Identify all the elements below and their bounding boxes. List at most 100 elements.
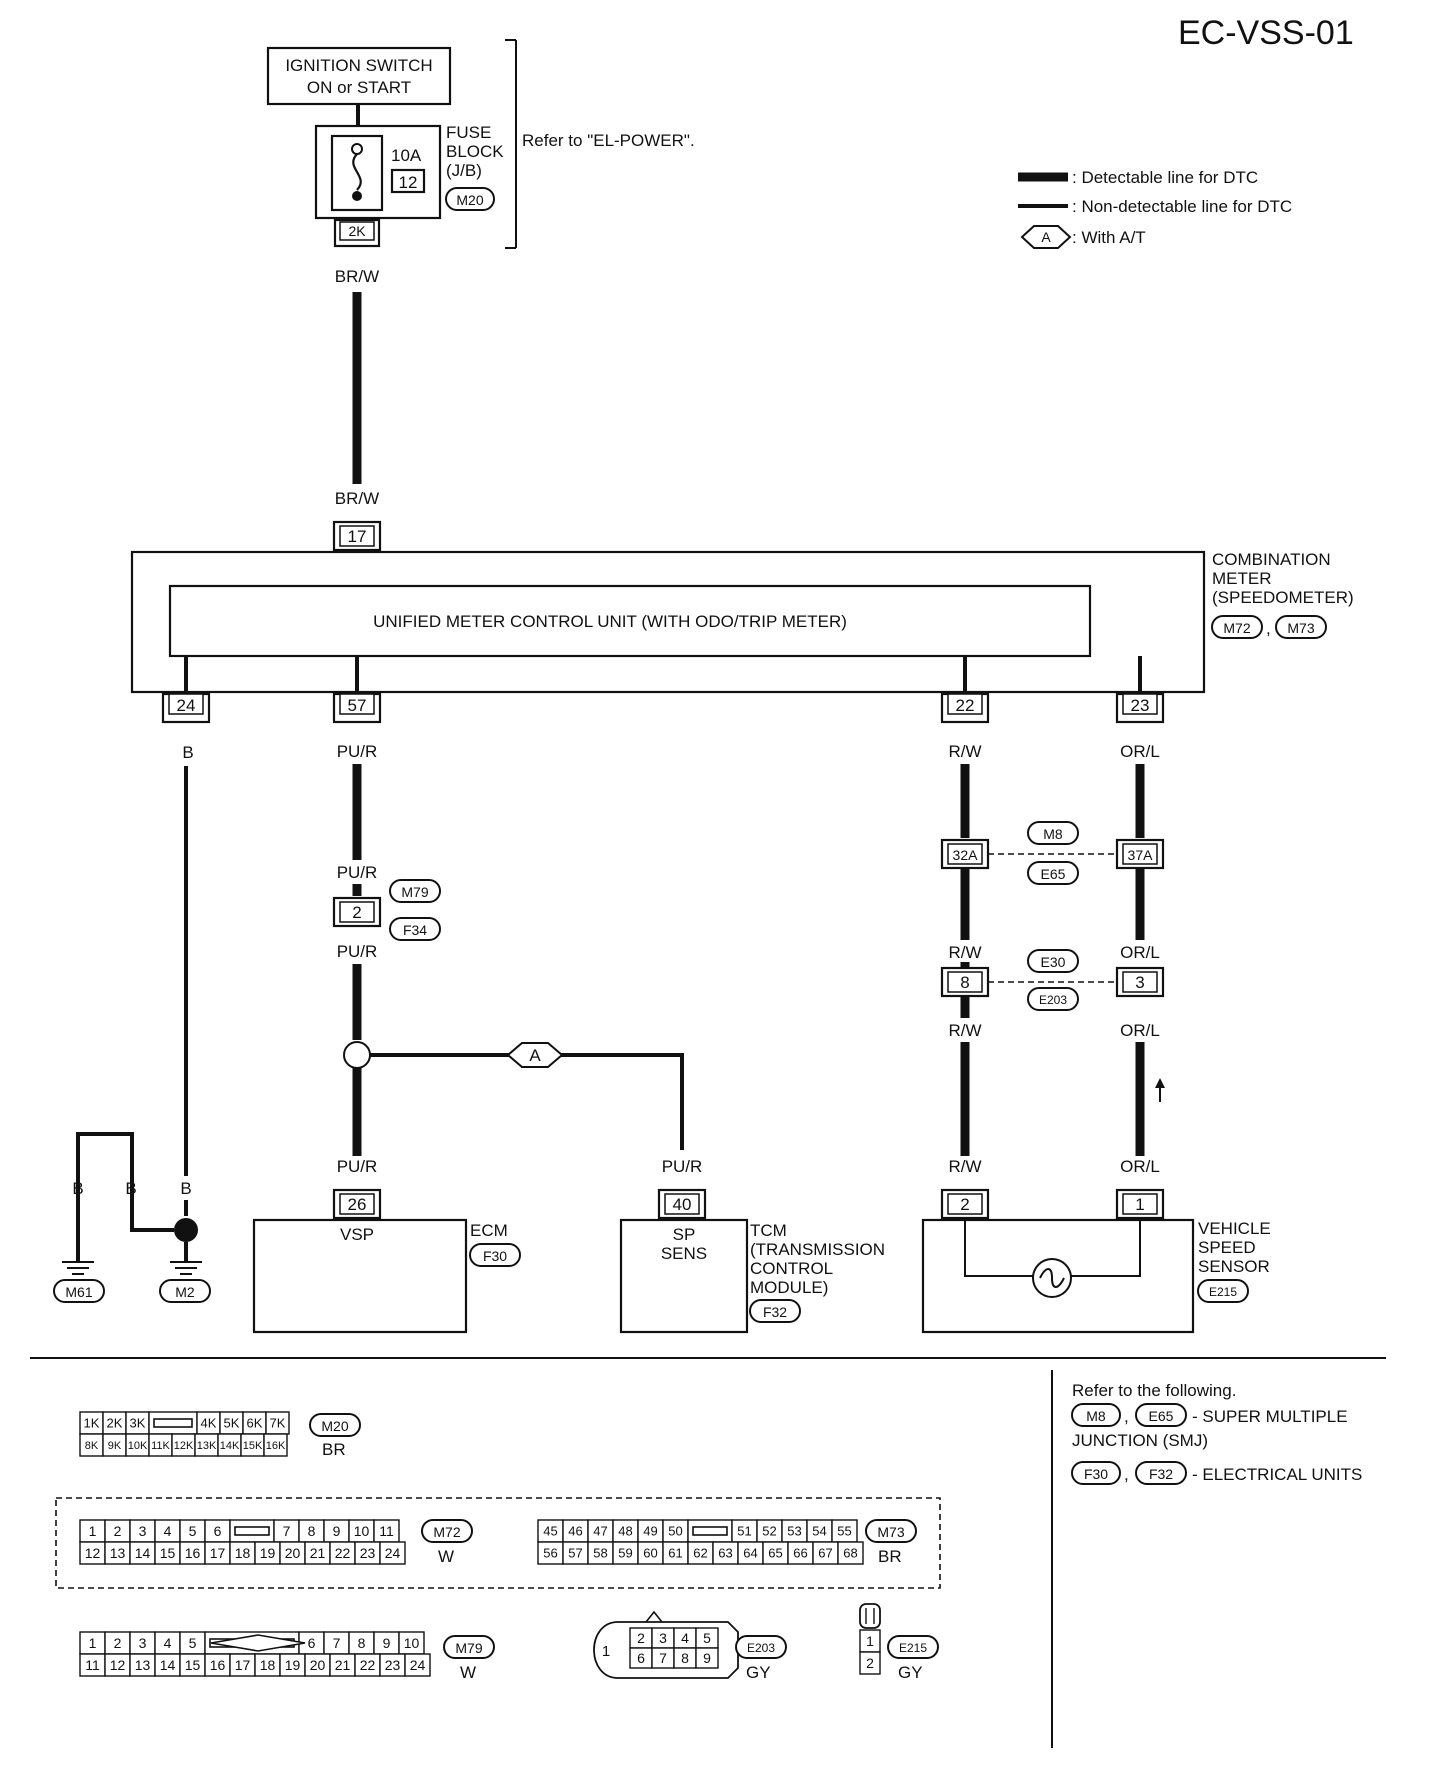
m72-pin-label: 6: [214, 1523, 222, 1539]
m79-pin-label: 21: [335, 1657, 351, 1673]
tcm-term2: SENS: [661, 1244, 707, 1263]
m72-key-icon: [234, 1526, 270, 1536]
terminal-40: [657, 1188, 707, 1220]
m79-pin-label: 15: [185, 1657, 201, 1673]
wire-label-b-m61-b: B: [125, 1179, 136, 1198]
fuse-rating: 10A: [391, 146, 422, 165]
ecm-conn: F30: [483, 1248, 507, 1264]
vss-pin-1: 1: [1135, 1195, 1144, 1214]
legend-non-detectable: : Non-detectable line for DTC: [1072, 197, 1292, 216]
fuse-label3: (J/B): [446, 161, 482, 180]
m73-pin-label: 51: [737, 1524, 751, 1539]
joint-e65: E65: [1041, 866, 1066, 882]
m73-key-icon: [692, 1526, 728, 1536]
fuse-number-box: [390, 168, 426, 194]
m20-pin-label: 8K: [85, 1440, 99, 1452]
pin-23: 23: [1131, 696, 1150, 715]
unified-meter-unit-label: UNIFIED METER CONTROL UNIT (WITH ODO/TRI…: [373, 612, 847, 631]
face-e215-id: E215: [899, 1641, 927, 1655]
terminal-24: [161, 692, 211, 724]
m73-pin-label: 49: [643, 1524, 657, 1539]
m72-pin-label: 23: [360, 1545, 376, 1561]
m72-pin-label: 12: [85, 1545, 101, 1561]
fuse-icon: [352, 153, 362, 191]
ecm-pin-26: 26: [348, 1195, 367, 1214]
m73-pin-label: 45: [543, 1524, 557, 1539]
m20-pin-label: 9K: [108, 1440, 122, 1452]
m73-pin-label: 61: [668, 1546, 682, 1561]
e203-pin-label: 2: [637, 1630, 645, 1646]
face-e203-color: GY: [746, 1663, 771, 1682]
refer-desc2: - ELECTRICAL UNITS: [1192, 1465, 1362, 1484]
ground-tag-m61: [53, 1279, 105, 1303]
e215-pin-label: 1: [866, 1633, 874, 1649]
face-m20-id: M20: [321, 1418, 348, 1434]
fuse-label1: FUSE: [446, 123, 491, 142]
connector-tag-e215: [1197, 1279, 1249, 1303]
refer-desc1: - SUPER MULTIPLE: [1192, 1407, 1348, 1426]
m79-pin-label: 22: [360, 1657, 376, 1673]
wire-label-b-24: B: [182, 743, 193, 762]
m79-pin-label: 23: [385, 1657, 401, 1673]
m79-pin-label: 14: [160, 1657, 176, 1673]
face-tag-e203: [735, 1635, 787, 1659]
m79-pin-label: 13: [135, 1657, 151, 1673]
joint-connector-3: [1115, 966, 1165, 998]
face-m73-color: BR: [878, 1547, 902, 1566]
wire-label-pur-1: PU/R: [337, 742, 378, 761]
m73-pin-label: 64: [743, 1546, 757, 1561]
wire-label-orl-1: OR/L: [1120, 742, 1160, 761]
m73-pin-label: 54: [812, 1524, 826, 1539]
m20-pin-label: 14K: [220, 1440, 240, 1452]
m79-pin-label: 20: [310, 1657, 326, 1673]
joint-connector-37a: [1115, 838, 1165, 870]
m73-pin-label: 50: [668, 1524, 682, 1539]
legend-at-letter: A: [1041, 229, 1051, 245]
m72-pin-label: 16: [185, 1545, 201, 1561]
legend-with-at: : With A/T: [1072, 228, 1146, 247]
ignition-line2: ON or START: [307, 78, 411, 97]
refer-tag-f30: [1071, 1461, 1121, 1485]
vss-pin-2: 2: [960, 1195, 969, 1214]
wire-label-rw-1: R/W: [948, 742, 981, 761]
wire-label-rw-3: R/W: [948, 1021, 981, 1040]
m79-pin-label: 8: [358, 1635, 366, 1651]
terminal-2k: [333, 218, 381, 248]
fuse-contact-bottom: [352, 191, 362, 201]
ecm-box: [252, 1218, 468, 1334]
m20-pin-label: 4K: [201, 1416, 217, 1431]
ecm-terminal-vsp: VSP: [340, 1225, 374, 1244]
terminal-57: [332, 692, 382, 724]
e203-pin-label: 9: [703, 1650, 711, 1666]
m72-pin-label: 22: [335, 1545, 351, 1561]
m79-pin-label: 16: [210, 1657, 226, 1673]
wire-label-pur-tcm: PU/R: [662, 1157, 703, 1176]
m73-pin-label: 53: [787, 1524, 801, 1539]
vss-label1: VEHICLE: [1198, 1219, 1271, 1238]
fuse-label2: BLOCK: [446, 142, 504, 161]
connector-tag-m73: [1275, 615, 1327, 639]
page-code: EC-VSS-01: [1178, 14, 1354, 52]
wire-b-m61: [76, 1132, 174, 1262]
refer-comma-1: ,: [1124, 1407, 1129, 1426]
m79-pin-label: 1: [89, 1635, 97, 1651]
m79-cell: [404, 1653, 431, 1677]
pin-22: 22: [956, 696, 975, 715]
m79-pin-label: 7: [333, 1635, 341, 1651]
e215-latch-icon: [859, 1603, 881, 1629]
wire-label-pur-4: PU/R: [337, 1157, 378, 1176]
tcm-conn: F32: [763, 1304, 787, 1320]
m72-cell: [379, 1541, 406, 1565]
m79-diamond-key-icon: [210, 1634, 306, 1652]
ignition-switch-box: [266, 46, 452, 106]
m72-pin-label: 21: [310, 1545, 326, 1561]
face-tag-m73: [865, 1519, 917, 1543]
tcm-label4: MODULE): [750, 1278, 828, 1297]
m79-pin-label: 17: [235, 1657, 251, 1673]
m72-pin-label: 5: [189, 1523, 197, 1539]
meter-label3: (SPEEDOMETER): [1212, 588, 1354, 607]
vss-label2: SPEED: [1198, 1238, 1256, 1257]
